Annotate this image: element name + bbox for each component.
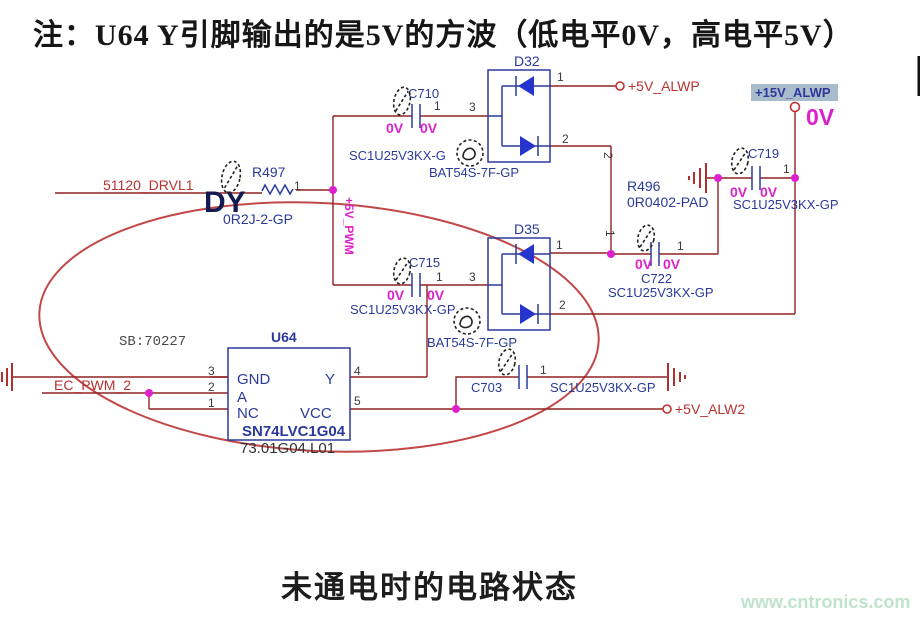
ground-symbol-left — [1, 363, 13, 391]
capacitor-c719: C719 1 0V 0V SC1U25V3KX-GP — [730, 146, 839, 212]
c703-ref: C703 — [471, 380, 502, 395]
c722-part: SC1U25V3KX-GP — [608, 285, 714, 300]
u64-n5: 5 — [354, 394, 361, 408]
d35-part: BAT54S-7F-GP — [427, 335, 517, 350]
r497-part: 0R2J-2-GP — [223, 211, 293, 227]
net-label-15v-alwp: +15V_ALWP — [755, 85, 831, 100]
d32-pin2: 2 — [562, 132, 569, 146]
u64-n3: 3 — [208, 364, 215, 378]
d32-ref: D32 — [514, 53, 540, 69]
c722-ref: C722 — [641, 271, 672, 286]
c719-v2: 0V — [760, 184, 778, 200]
r496-part: 0R0402-PAD — [627, 194, 708, 210]
c715-part: SC1U25V3KX-GP — [350, 302, 456, 317]
c722-v1: 0V — [635, 256, 653, 272]
stamp-glyph-1 — [456, 139, 484, 167]
stamp-glyph-2 — [453, 307, 481, 335]
net-label-5v-alw2: +5V_ALW2 — [675, 401, 745, 417]
c715-v1: 0V — [387, 287, 405, 303]
terminal-15v-alwp — [789, 101, 801, 113]
edge-mark — [917, 56, 920, 96]
c719-part: SC1U25V3KX-GP — [733, 197, 839, 212]
net-label-highlight — [751, 84, 838, 101]
net-label-drvl1: 51120_DRVL1 — [103, 177, 194, 193]
d32-part: BAT54S-7F-GP — [429, 165, 519, 180]
resistor-r497: R497 0R2J-2-GP 1 — [223, 164, 301, 227]
ground-symbol-r496 — [688, 163, 707, 193]
c710-ref: C710 — [408, 86, 439, 101]
diode-d32: D32 BAT54S-7F-GP 3 1 2 — [429, 53, 569, 180]
net-label-ec-pwm2: EC_PWM_2 — [54, 377, 131, 393]
d35-pin2: 2 — [559, 298, 566, 312]
c715-ref: C715 — [409, 255, 440, 270]
u64-n1: 1 — [208, 396, 215, 410]
u64-n2: 2 — [208, 380, 215, 394]
capacitor-c710: C710 1 0V 0V SC1U25V3KX-G — [349, 86, 446, 163]
net-label-5v-alwp: +5V_ALWP — [628, 78, 700, 94]
c710-part: SC1U25V3KX-G — [349, 148, 446, 163]
resistor-symbol — [261, 183, 294, 196]
junction-dots — [145, 174, 799, 413]
sb-note: SB:70227 — [119, 334, 186, 350]
probe-mark-icons — [220, 86, 750, 376]
d35-pin1: 1 — [556, 238, 563, 252]
bottom-caption: 未通电时的电路状态 — [281, 570, 578, 605]
r496-ref: R496 — [627, 178, 661, 194]
terminal-5v-alw2 — [662, 404, 672, 414]
c719-pin1: 1 — [783, 162, 790, 176]
u64-pin-vcc: VCC — [300, 405, 332, 422]
u64-part: SN74LVC1G04 — [242, 423, 346, 440]
c719-ref: C719 — [748, 146, 779, 161]
d35-diode-bottom — [520, 304, 536, 324]
diode-d35: D35 BAT54S-7F-GP 3 1 2 — [427, 221, 566, 350]
r497-ref: R497 — [252, 164, 286, 180]
d35-diode-top — [518, 244, 534, 264]
u64-ref: U64 — [271, 329, 297, 345]
u64-n4: 4 — [354, 364, 361, 378]
ground-symbol-c703 — [667, 363, 686, 391]
u64-part-code: 73.01G04.L01 — [240, 440, 335, 457]
r496-pin1: 1 — [603, 230, 617, 237]
d32-diode-top — [518, 76, 534, 96]
c710-v1: 0V — [386, 120, 404, 136]
d35-body — [487, 237, 551, 331]
c722-pin1: 1 — [677, 239, 684, 253]
u64-pin-nc: NC — [237, 405, 259, 422]
u64-body — [227, 347, 351, 441]
c715-pin1: 1 — [436, 270, 443, 284]
d35-ref: D35 — [514, 221, 540, 237]
u64-pin-a: A — [237, 389, 247, 406]
d32-pin3: 3 — [469, 100, 476, 114]
watermark: www.cntronics.com — [741, 592, 911, 612]
capacitor-c722: C722 1 0V 0V SC1U25V3KX-GP — [608, 239, 714, 300]
ic-u64: U64 GND A NC Y VCC SN74LVC1G04 73.01G04.… — [208, 329, 361, 457]
r497-pin1: 1 — [294, 179, 301, 193]
c703-pin1: 1 — [540, 363, 547, 377]
d32-pin1: 1 — [557, 70, 564, 84]
highlight-ellipse-annotation — [38, 201, 600, 453]
capacitor-c703: C703 1 SC1U25V3KX-GP — [471, 363, 656, 395]
d32-diode-bottom — [520, 136, 536, 156]
c715-v2: 0V — [427, 287, 445, 303]
c703-part: SC1U25V3KX-GP — [550, 380, 656, 395]
measure-15v-value: 0V — [806, 104, 835, 130]
net-label-5v-pwm: +5V_PWM — [342, 197, 356, 255]
c719-v1: 0V — [730, 184, 748, 200]
d35-pin3: 3 — [469, 270, 476, 284]
c722-v2: 0V — [663, 256, 681, 272]
capacitor-c715: C715 1 0V 0V SC1U25V3KX-GP — [350, 255, 456, 317]
resistor-r496: R496 0R0402-PAD 2 1 — [601, 152, 708, 237]
u64-pin-y: Y — [325, 371, 335, 388]
net-wires — [12, 85, 796, 410]
terminal-5v-alwp — [615, 81, 625, 91]
note-title: 注：U64 Y引脚输出的是5V的方波（低电平0V，高电平5V） — [33, 19, 854, 52]
u64-pin-gnd: GND — [237, 371, 271, 388]
c710-v2: 0V — [420, 120, 438, 136]
c710-pin1: 1 — [434, 99, 441, 113]
r496-pin2: 2 — [601, 152, 615, 159]
